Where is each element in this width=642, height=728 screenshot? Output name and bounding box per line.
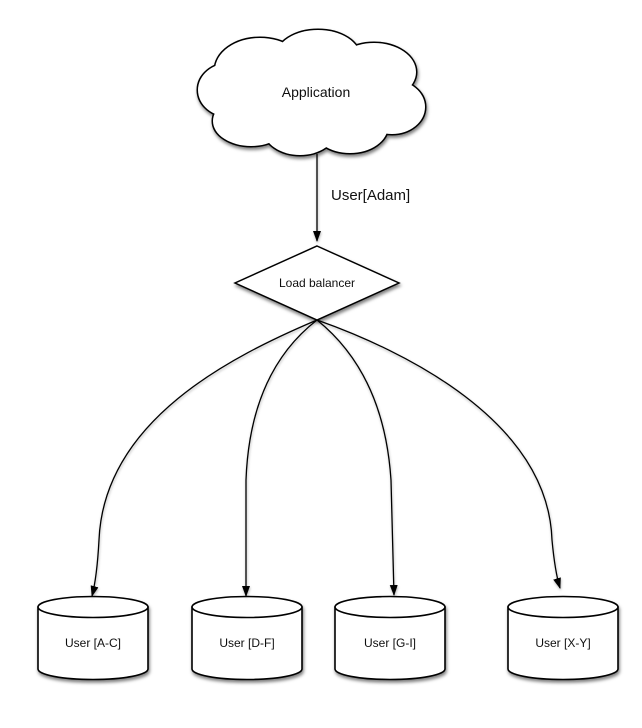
- cylinder-body: [191, 606, 303, 681]
- application-cloud-node: Application: [196, 28, 427, 157]
- cylinder-top: [334, 595, 446, 619]
- cylinder-body: [37, 606, 149, 681]
- shard-node-x-y: User [X-Y]: [507, 595, 619, 681]
- load-balancer-label: Load balancer: [279, 276, 355, 290]
- edge-lb-to-shard-x-y: [316, 319, 561, 589]
- shard-label-d-f: User [D-F]: [219, 636, 274, 650]
- edge-lb-to-shard-g-i: [316, 319, 398, 596]
- edge-lb-to-shard-a-c: [90, 319, 318, 597]
- cylinder-top: [37, 595, 149, 619]
- edges: [90, 154, 561, 597]
- cloud-fill: [198, 30, 425, 155]
- cylinder-body: [507, 606, 619, 681]
- shard-node-a-c: User [A-C]: [37, 595, 149, 681]
- edge-app-to-lb-label: User[Adam]: [331, 187, 410, 204]
- shard-label-x-y: User [X-Y]: [535, 636, 590, 650]
- application-label: Application: [282, 84, 351, 100]
- shard-node-g-i: User [G-I]: [334, 595, 446, 681]
- shard-label-g-i: User [G-I]: [364, 636, 416, 650]
- edge-lb-to-shard-d-f: [242, 319, 318, 597]
- shard-node-d-f: User [D-F]: [191, 595, 303, 681]
- load-balancer-node: Load balancer: [233, 245, 401, 321]
- cylinder-top: [507, 595, 619, 619]
- cylinder-body: [334, 606, 446, 681]
- shard-label-a-c: User [A-C]: [65, 636, 121, 650]
- cylinder-top: [191, 595, 303, 619]
